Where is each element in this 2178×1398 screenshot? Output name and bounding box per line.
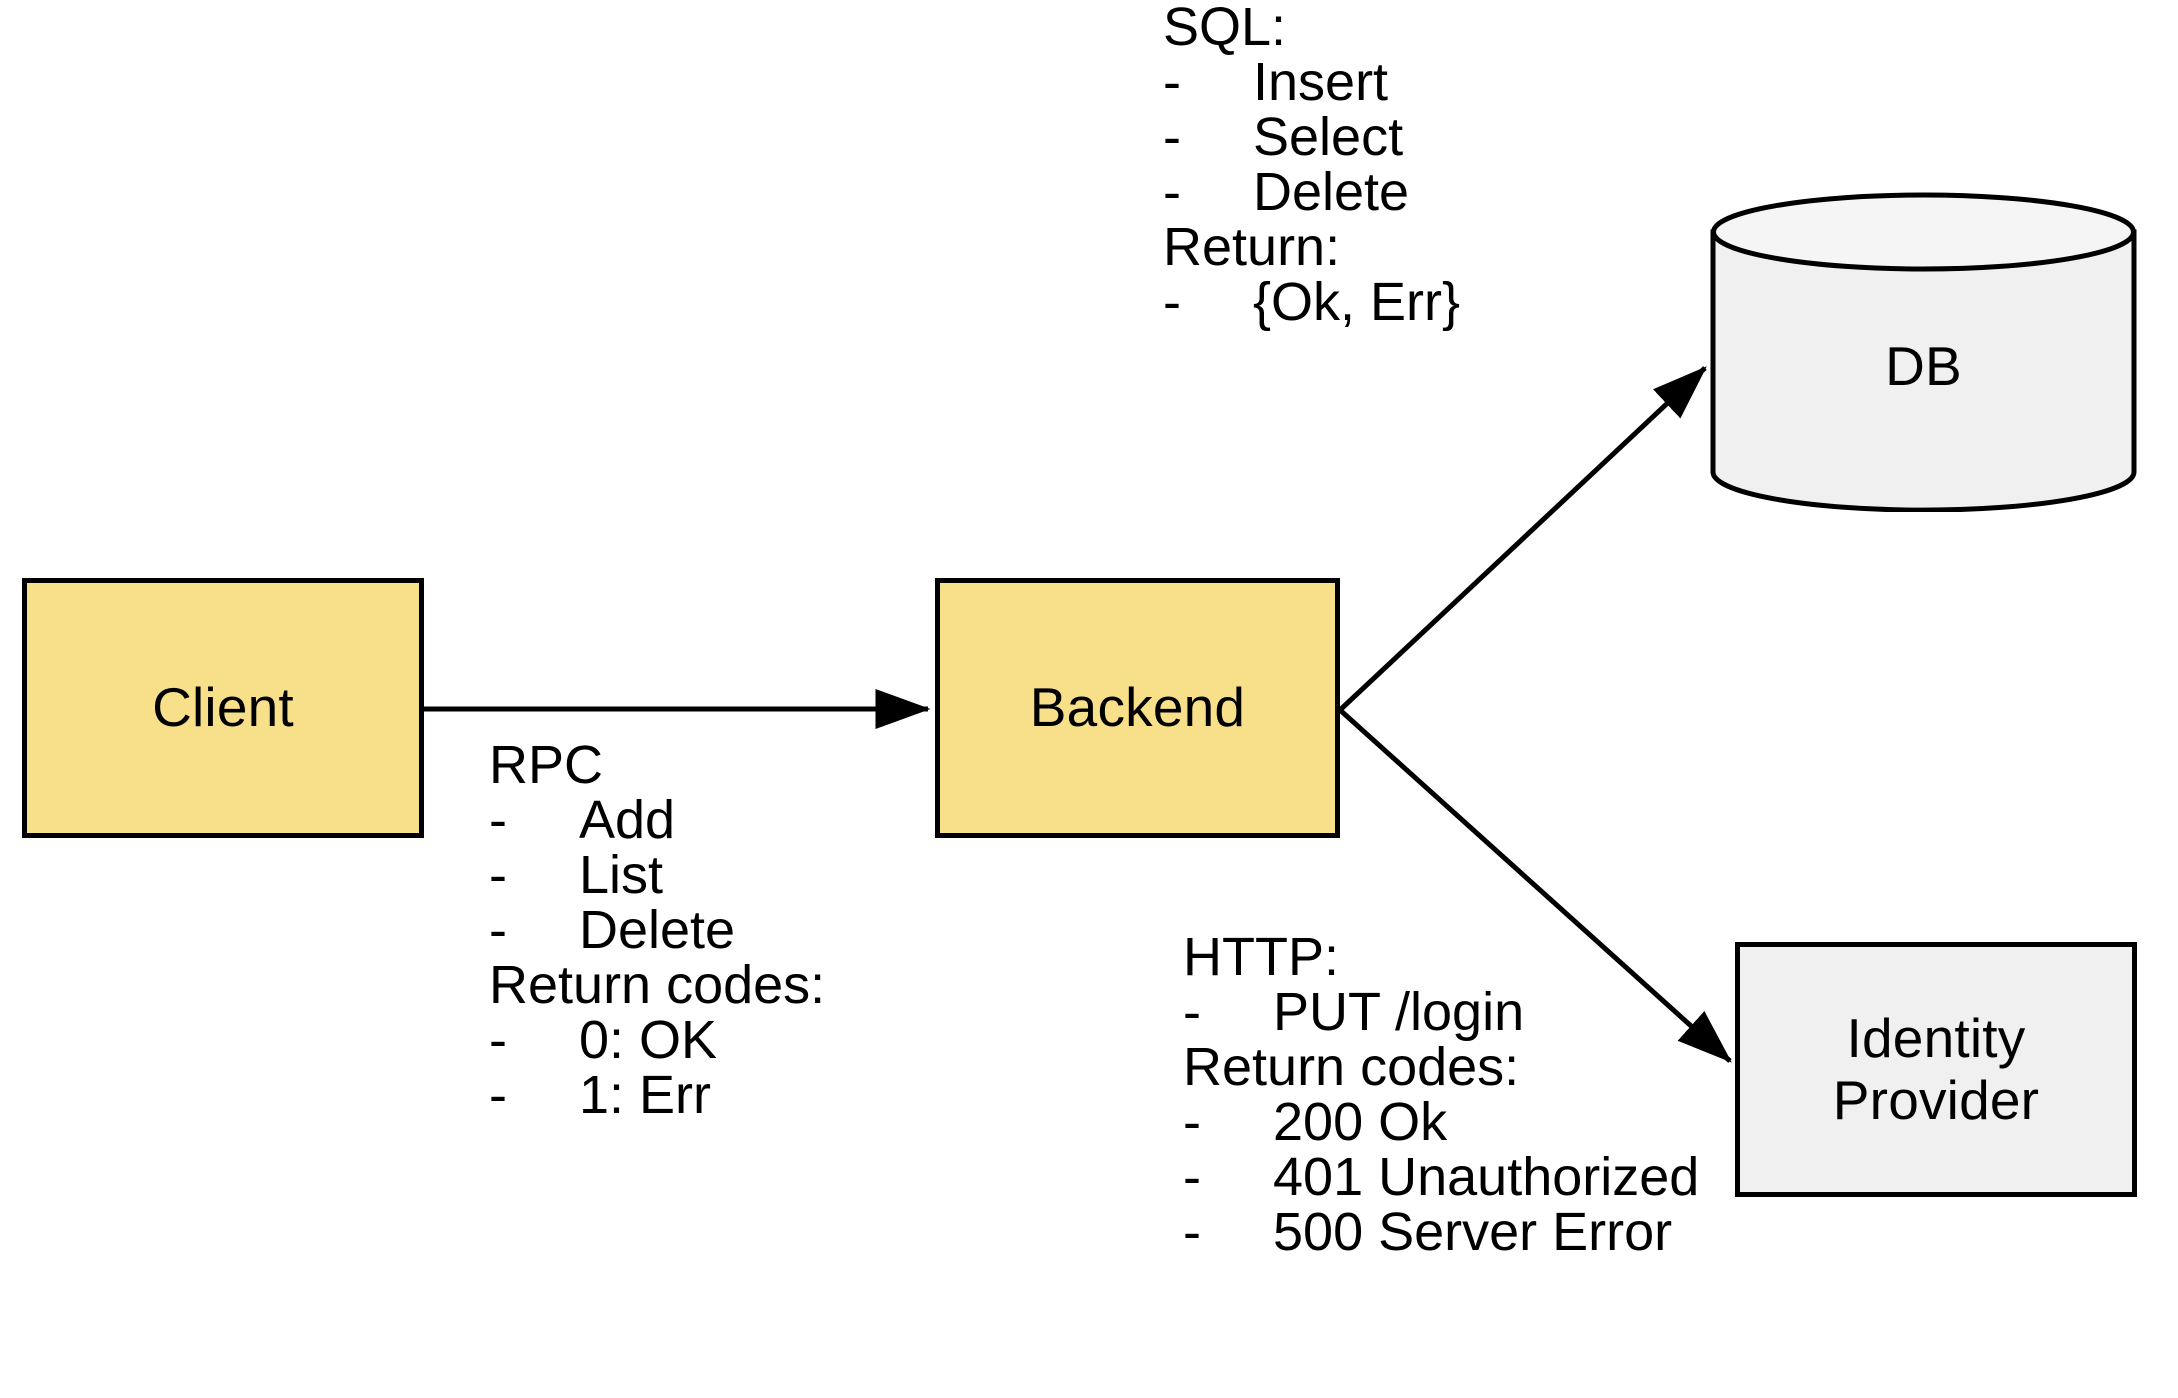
http-return-item-label: 500 Server Error: [1273, 1202, 1673, 1263]
sql-item: - Insert: [1163, 52, 1460, 113]
rpc-item-label: Delete: [579, 900, 736, 961]
rpc-return-item-label: 1: Err: [579, 1065, 712, 1126]
node-db-label: DB: [1885, 335, 1962, 398]
node-client[interactable]: Client: [22, 578, 424, 838]
idp-label-line-1: Identity: [1846, 1006, 2026, 1069]
node-db[interactable]: DB: [1710, 192, 2137, 512]
sql-return-heading: Return:: [1163, 217, 1341, 278]
node-backend-label: Backend: [1029, 676, 1246, 739]
sql-item-label: Insert: [1253, 52, 1389, 113]
node-backend[interactable]: Backend: [935, 578, 1340, 838]
idp-label-line-2: Provider: [1832, 1068, 2040, 1131]
bullet-dash: -: [489, 900, 507, 961]
bullet-dash: -: [1183, 1092, 1201, 1153]
rpc-return-item: - 1: Err: [489, 1068, 825, 1123]
sql-return-item-label: {Ok, Err}: [1253, 272, 1461, 333]
bullet-dash: -: [489, 1010, 507, 1071]
http-heading: HTTP:: [1183, 927, 1339, 987]
http-item: - PUT /login: [1183, 982, 1699, 1043]
node-client-label: Client: [152, 676, 294, 739]
sql-item: - Delete: [1163, 165, 1460, 220]
bullet-dash: -: [1163, 107, 1181, 168]
sql-heading: SQL:: [1163, 0, 1287, 57]
rpc-return-item-label: 0: OK: [579, 1010, 718, 1071]
bullet-dash: -: [1183, 1147, 1201, 1208]
sql-item-label: Select: [1253, 107, 1404, 168]
http-return-item: - 500 Server Error: [1183, 1205, 1699, 1260]
bullet-dash: -: [1163, 272, 1181, 333]
rpc-return-item: - 0: OK: [489, 1013, 825, 1068]
edge-backend-to-db: [1338, 366, 1707, 712]
rpc-heading: RPC: [489, 735, 604, 795]
bullet-dash: -: [489, 1065, 507, 1126]
node-identity-provider-label: Identity Provider: [1832, 1006, 2040, 1131]
rpc-item: - Delete: [489, 903, 825, 958]
rpc-item: - List: [489, 848, 825, 903]
bullet-dash: -: [1183, 982, 1201, 1043]
sql-item-label: Delete: [1253, 162, 1410, 223]
http-return-item: - 401 Unauthorized: [1183, 1150, 1699, 1205]
rpc-item-label: Add: [579, 790, 676, 851]
annotation-http: HTTP: -PUT /login Return codes: -200 Ok …: [1183, 927, 1699, 1260]
sql-item: - Select: [1163, 110, 1460, 165]
rpc-return-heading: Return codes:: [489, 955, 826, 1016]
annotation-sql: SQL: - Insert - Select - Delete Return: - {O…: [1163, 0, 1460, 330]
http-return-heading: Return codes:: [1183, 1037, 1520, 1098]
annotation-rpc: RPC - Add - List - Delete Return codes: - 0:…: [489, 735, 826, 1124]
database-cylinder-icon: [1710, 192, 2137, 512]
http-return-item-label: 401 Unauthorized: [1273, 1147, 1700, 1208]
rpc-item: - Add: [489, 790, 825, 851]
rpc-item-label: List: [579, 845, 664, 906]
sql-return-item: - {Ok, Err}: [1163, 275, 1460, 330]
http-item-label: PUT /login: [1273, 982, 1525, 1043]
bullet-dash: -: [489, 845, 507, 906]
bullet-dash: -: [489, 790, 507, 851]
http-return-item: - 200 Ok: [1183, 1095, 1699, 1150]
bullet-dash: -: [1163, 52, 1181, 113]
bullet-dash: -: [1183, 1202, 1201, 1263]
node-identity-provider[interactable]: Identity Provider: [1735, 942, 2137, 1197]
bullet-dash: -: [1163, 162, 1181, 223]
http-return-item-label: 200 Ok: [1273, 1092, 1448, 1153]
